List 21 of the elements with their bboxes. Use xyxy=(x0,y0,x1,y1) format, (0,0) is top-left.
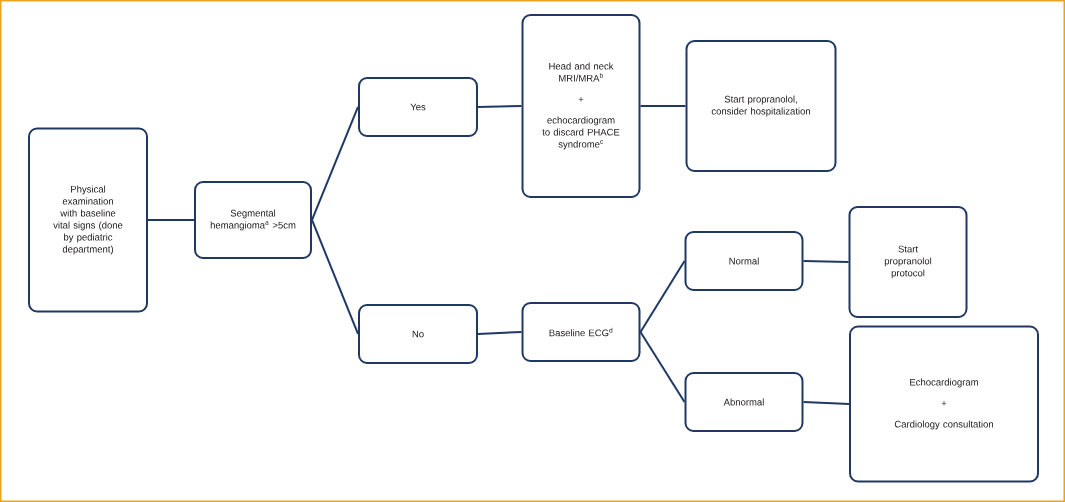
connector-line xyxy=(802,260,850,263)
connector-line xyxy=(639,260,686,333)
process-box: No xyxy=(358,304,478,364)
connector-line xyxy=(639,105,687,107)
process-box: Start propranolol, consider hospitalization xyxy=(685,40,837,172)
connector-line xyxy=(311,106,359,221)
process-box: Yes xyxy=(358,77,478,137)
connector-line xyxy=(639,331,686,403)
process-box: Head and neck MRI/MRA$^{b}$ + echocardiogram to discard PHACE syndrome$^{c}$ xyxy=(521,14,641,198)
process-box: Abnormal xyxy=(684,372,804,432)
process-box: Baseline ECG$^{d}$ xyxy=(521,302,641,362)
connector-line xyxy=(477,331,523,335)
decision-box: Segmental hemangioma$^{a}$ >5cm xyxy=(194,181,312,259)
connector-line xyxy=(311,219,359,335)
connector-line xyxy=(147,219,195,221)
connector-line xyxy=(802,401,850,405)
process-box: Physical examination with baseline vital signs (done by pediatric department) xyxy=(28,127,148,313)
process-box: Start propranolol protocol xyxy=(848,206,968,318)
connector-line xyxy=(477,105,523,108)
process-box: Normal xyxy=(684,231,804,291)
process-box: Echocardiogram + Cardiology consultation xyxy=(849,325,1039,483)
